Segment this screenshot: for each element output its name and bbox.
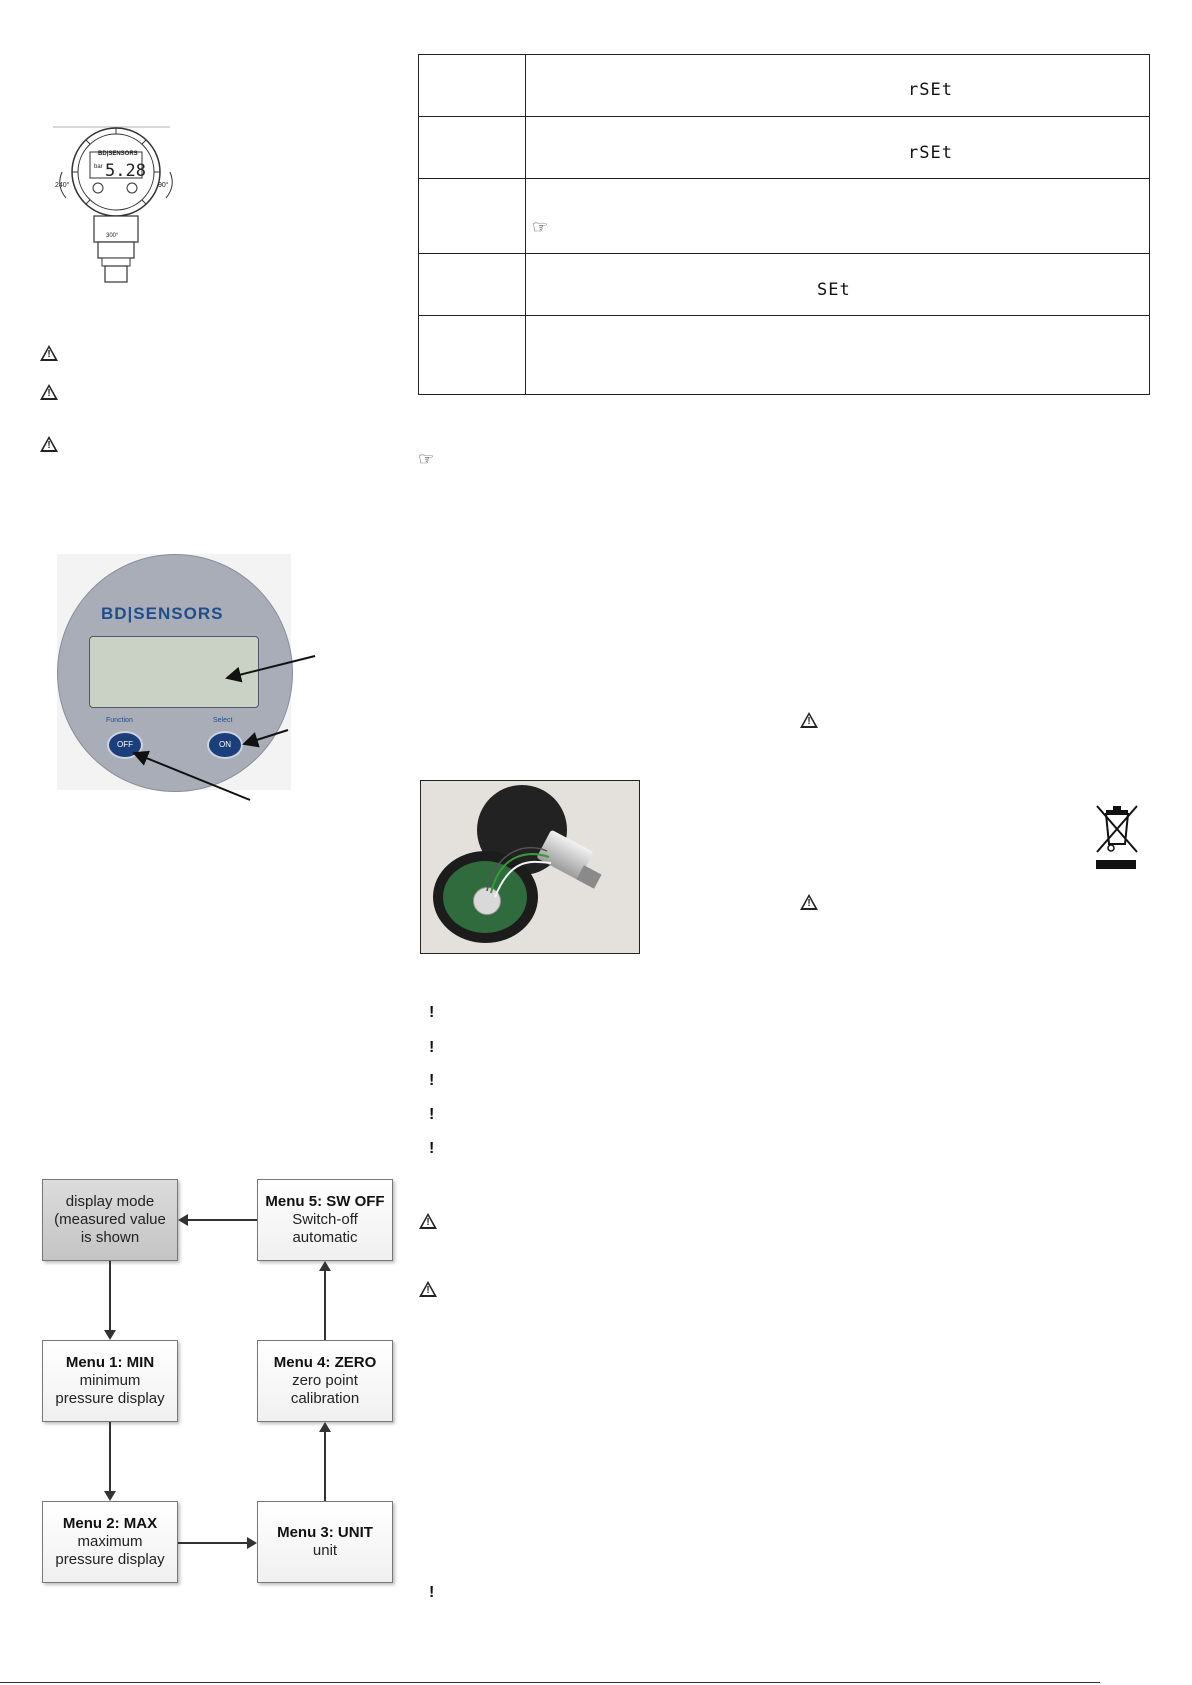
ops-cell xyxy=(525,116,1150,179)
warning-triangle-icon xyxy=(419,1281,437,1297)
operation-table xyxy=(418,54,1150,395)
flow-menu4: Menu 4: ZERO zero point calibration xyxy=(257,1340,393,1422)
flow-arrow-display-to-menu1 xyxy=(109,1261,111,1330)
flow-arrowhead xyxy=(319,1261,331,1271)
flow-display-mode-line2: (measured value xyxy=(54,1211,166,1228)
warning-triangle-icon: ! xyxy=(47,388,51,399)
warning-triangle-icon: ! xyxy=(807,716,811,727)
off-callout-arrow xyxy=(132,750,251,801)
warning-triangle-icon xyxy=(40,384,58,400)
flow-arrow-menu2-to-menu3 xyxy=(178,1542,247,1544)
ops-row-4 xyxy=(418,253,1150,316)
warning-triangle-icon xyxy=(419,1213,437,1229)
flow-menu1-line1: minimum xyxy=(79,1372,141,1389)
flow-arrow-menu5-to-display xyxy=(188,1219,257,1221)
display-brand: BD|SENSORS xyxy=(101,604,224,623)
footer-rule xyxy=(0,1682,1100,1683)
opened-housing-photo xyxy=(420,780,640,954)
flow-arrowhead xyxy=(319,1422,331,1432)
warning-triangle-icon: ! xyxy=(47,440,51,451)
flow-menu1: Menu 1: MIN minimum pressure display xyxy=(42,1340,178,1422)
flow-arrowhead xyxy=(178,1214,188,1226)
ops-row1-segment-reset: rSEt xyxy=(908,80,953,100)
ops-cell xyxy=(418,54,526,117)
flow-arrow-menu1-to-menu2 xyxy=(109,1422,111,1491)
warning-triangle-icon: ! xyxy=(47,349,51,360)
warning-triangle-icon xyxy=(40,345,58,361)
flow-menu1-title: Menu 1: MIN xyxy=(65,1354,155,1371)
device-angle-right: 90° xyxy=(158,182,169,189)
ops-cell xyxy=(418,315,526,395)
display-front-photo: OFF ON xyxy=(57,554,293,792)
device-drawing xyxy=(53,126,173,283)
ops-row-3 xyxy=(418,178,1150,254)
pointing-hand-icon: ☞ xyxy=(532,217,549,237)
on-callout-arrow xyxy=(242,729,289,748)
warning-triangle-icon xyxy=(800,894,818,910)
flow-menu3: Menu 3: UNIT unit xyxy=(257,1501,393,1583)
device-angle-left: 240° xyxy=(55,182,70,189)
flow-menu2: Menu 2: MAX maximum pressure display xyxy=(42,1501,178,1583)
flow-menu4-line1: zero point xyxy=(292,1372,358,1389)
warning-triangle-icon: ! xyxy=(426,1217,430,1228)
flow-arrow-menu4-to-menu5 xyxy=(324,1271,326,1340)
callout-arrows xyxy=(132,655,316,801)
flow-display-mode: display mode (measured value is shown xyxy=(42,1179,178,1261)
device-display-value: 5.28 xyxy=(105,161,146,181)
select-label: Select xyxy=(213,717,233,724)
flow-menu5-line2: automatic xyxy=(292,1229,358,1246)
device-unit-label: bar xyxy=(94,164,103,170)
on-button[interactable]: ON xyxy=(207,731,243,759)
ops-row4-segment-set: SEt xyxy=(817,280,851,300)
ops-cell xyxy=(418,178,526,254)
ops-row-2 xyxy=(418,116,1150,179)
flow-menu2-line1: maximum xyxy=(77,1533,143,1550)
flow-arrow-menu3-to-menu4 xyxy=(324,1432,326,1501)
flow-menu4-line2: calibration xyxy=(290,1390,360,1407)
exclamation-icon: ! xyxy=(429,1039,435,1056)
exclamation-icon: ! xyxy=(429,1004,435,1021)
wires xyxy=(486,847,552,898)
device-angle-bottom: 300° xyxy=(106,233,119,239)
ops-cell xyxy=(418,253,526,316)
flow-menu3-line1: unit xyxy=(312,1542,338,1559)
warning-triangle-icon xyxy=(40,436,58,452)
ops-cell xyxy=(418,116,526,179)
flow-menu5: Menu 5: SW OFF Switch-off automatic xyxy=(257,1179,393,1261)
exclamation-icon: ! xyxy=(429,1106,435,1123)
warning-triangle-icon xyxy=(800,712,818,728)
ops-cell xyxy=(525,178,1150,254)
exclamation-icon: ! xyxy=(429,1584,435,1601)
flow-menu4-title: Menu 4: ZERO xyxy=(273,1354,377,1371)
crossed-bin-icon xyxy=(1096,805,1138,869)
flow-menu2-line2: pressure display xyxy=(55,1551,165,1568)
flow-arrowhead xyxy=(104,1491,116,1501)
ops-row2-segment-reset: rSEt xyxy=(908,143,953,163)
function-label: Function xyxy=(106,717,133,724)
flow-menu3-title: Menu 3: UNIT xyxy=(277,1524,373,1541)
flow-display-mode-line3: is shown xyxy=(80,1229,140,1246)
flow-menu5-title: Menu 5: SW OFF xyxy=(265,1193,385,1210)
ops-row-5 xyxy=(418,315,1150,395)
device-brand-label: BD|SENSORS xyxy=(98,151,138,157)
flow-menu2-title: Menu 2: MAX xyxy=(62,1515,158,1532)
flow-arrowhead xyxy=(247,1537,257,1549)
exclamation-icon: ! xyxy=(429,1140,435,1157)
lcd-callout-arrow xyxy=(225,655,316,683)
ops-cell xyxy=(525,315,1150,395)
flow-display-mode-line1: display mode xyxy=(65,1193,155,1210)
ops-cell xyxy=(525,253,1150,316)
flow-menu5-line1: Switch-off xyxy=(292,1211,358,1228)
exclamation-icon: ! xyxy=(429,1072,435,1089)
warning-triangle-icon: ! xyxy=(807,898,811,909)
flow-arrowhead xyxy=(104,1330,116,1340)
warning-triangle-icon: ! xyxy=(426,1285,430,1296)
flow-menu1-line2: pressure display xyxy=(55,1390,165,1407)
ops-cell xyxy=(525,54,1150,117)
pointing-hand-icon: ☞ xyxy=(418,449,435,469)
ops-row-1 xyxy=(418,54,1150,117)
